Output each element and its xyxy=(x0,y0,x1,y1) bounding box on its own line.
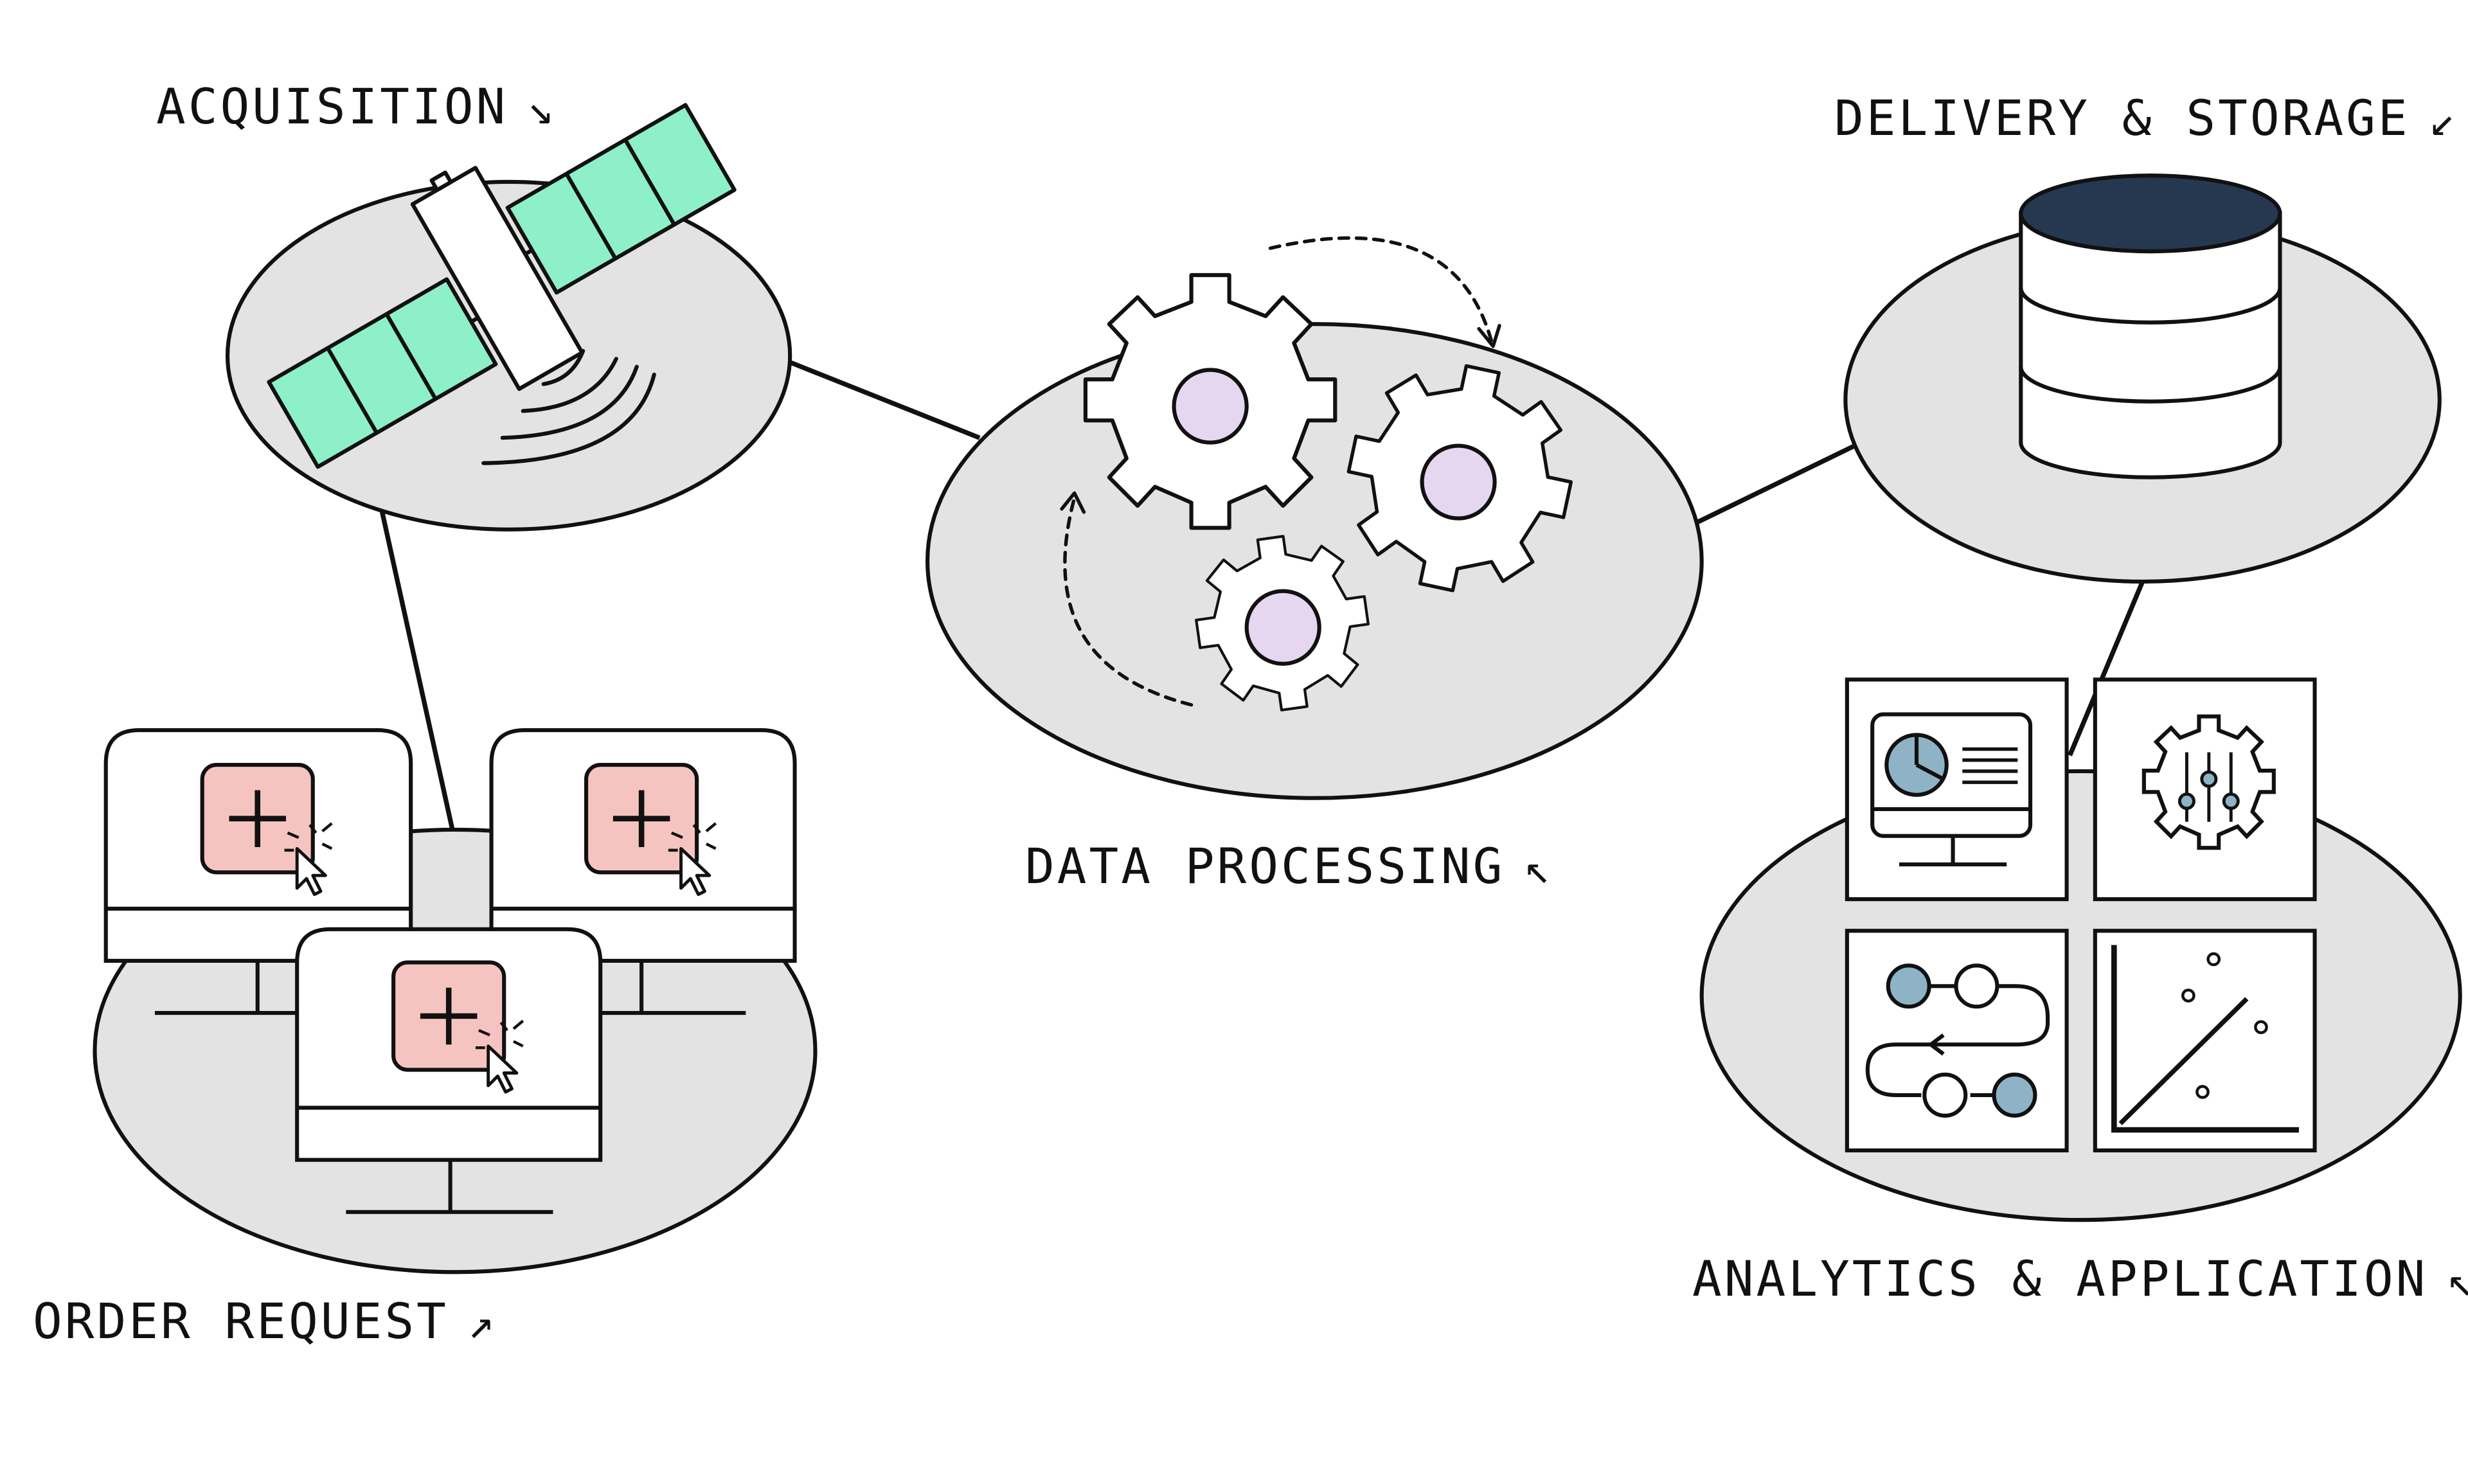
scatter-plot-tile xyxy=(2093,929,2317,1153)
edge-acquisition-processing xyxy=(784,358,981,440)
label-delivery-text: DELIVERY & STORAGE xyxy=(1834,89,2410,147)
monitor-left xyxy=(103,728,413,1015)
label-processing-text: DATA PROCESSING xyxy=(1025,837,1505,895)
cycle-arrowheads xyxy=(1060,323,1501,514)
data-processing-node xyxy=(925,236,1704,800)
label-delivery-storage: DELIVERY & STORAGE↙ xyxy=(1834,94,2458,143)
label-order-request: ORDER REQUEST↗ xyxy=(33,1297,497,1346)
label-acquisition-text: ACQUISITION xyxy=(156,78,508,135)
cycle-arrows-icon xyxy=(1063,236,1494,707)
analytics-application-node xyxy=(1699,677,2462,1222)
sliders-icon xyxy=(2177,752,2240,822)
edge-delivery-analytics xyxy=(2068,580,2145,756)
scatter-plot-icon xyxy=(2111,945,2299,1133)
arrow-up-left-icon: ↖ xyxy=(2447,1256,2468,1307)
signal-waves-icon xyxy=(481,348,656,465)
arrow-up-left-icon: ↖ xyxy=(1524,843,1553,894)
satellite-icon xyxy=(267,103,737,469)
label-data-processing: DATA PROCESSING↖ xyxy=(1025,842,1553,891)
connectors xyxy=(378,358,2145,836)
workflow-icon xyxy=(1865,963,2050,1118)
workflow-tile xyxy=(1845,929,2069,1153)
acquisition-node xyxy=(225,103,792,532)
gears-icon xyxy=(1086,275,1590,720)
delivery-storage-node xyxy=(1843,174,2442,584)
dashboard-tile xyxy=(1845,677,2069,902)
analytics-blob xyxy=(1699,769,2462,1222)
label-analytics-application: ANALYTICS & APPLICATION↖ xyxy=(1692,1255,2468,1303)
label-order-text: ORDER REQUEST xyxy=(33,1292,449,1350)
edge-processing-delivery xyxy=(1691,440,1863,527)
monitor-chart-icon xyxy=(1870,712,2033,867)
arrow-down-right-icon: ↘ xyxy=(527,84,557,134)
arrow-up-right-icon: ↗ xyxy=(467,1298,497,1349)
database-icon xyxy=(2019,174,2282,479)
label-analytics-text: ANALYTICS & APPLICATION xyxy=(1692,1250,2428,1307)
edge-acquisition-order xyxy=(378,505,456,836)
arrow-down-left-icon: ↙ xyxy=(2429,95,2458,146)
monitor-right xyxy=(489,728,797,1015)
settings-tile xyxy=(2093,677,2317,902)
label-acquisition: ACQUISITION↘ xyxy=(156,82,556,131)
monitor-front xyxy=(295,927,603,1214)
order-request-node xyxy=(93,728,818,1274)
